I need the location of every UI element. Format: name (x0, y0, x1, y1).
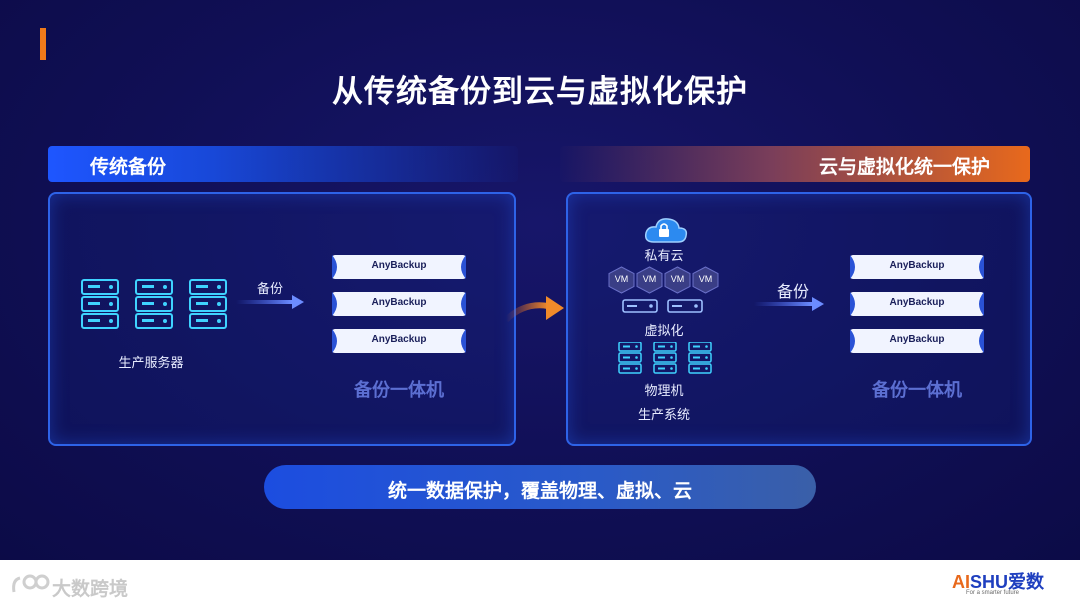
unified-protection-banner: 统一数据保护，覆盖物理、虚拟、云 (264, 465, 816, 509)
anybackup-appliance-bar: AnyBackup (850, 292, 984, 316)
anybackup-appliance-bar: AnyBackup (332, 329, 466, 353)
backup-arrow-icon (754, 297, 824, 311)
traditional-backup-header: 传统备份 (48, 146, 518, 182)
footer: 大数跨境 AISHU爱数 For a smarter future (0, 560, 1080, 608)
private-cloud-label: 私有云 (644, 248, 684, 263)
vm-label: VM (670, 274, 685, 284)
aishu-tagline: For a smarter future (966, 590, 1020, 596)
vm-label: VM (614, 274, 629, 284)
private-cloud-icon (644, 218, 688, 243)
unified-protection-banner-text: 统一数据保护，覆盖物理、虚拟、云 (387, 481, 692, 502)
backup-arrow-label: 备份 (256, 281, 283, 296)
physical-machine-label: 物理机 (644, 383, 684, 398)
vm-label: VM (698, 274, 713, 284)
watermark-logo-icon (12, 574, 50, 593)
anybackup-appliance-bar: AnyBackup (850, 329, 984, 353)
anybackup-appliance-bar: AnyBackup (332, 292, 466, 316)
anybackup-label: AnyBackup (889, 297, 945, 308)
slide: 从传统备份到云与虚拟化保护 传统备份 云与虚拟化统一保护 (0, 0, 1080, 560)
vm-icon: VM (636, 266, 663, 294)
anybackup-label: AnyBackup (371, 297, 427, 308)
transition-arrow-icon (504, 296, 564, 323)
backup-appliance-label: 备份一体机 (872, 380, 962, 400)
anybackup-label: AnyBackup (889, 260, 945, 271)
slide-title: 从传统备份到云与虚拟化保护 (332, 74, 748, 109)
vm-icon: VM (664, 266, 691, 294)
cloud-virtualization-header: 云与虚拟化统一保护 (560, 146, 1030, 182)
physical-servers-icon (618, 342, 712, 374)
anybackup-label: AnyBackup (889, 334, 945, 345)
anybackup-label: AnyBackup (371, 334, 427, 345)
vm-label: VM (642, 274, 657, 284)
aishu-logo: AISHU爱数 (952, 568, 1044, 594)
anybackup-appliance-bar: AnyBackup (850, 255, 984, 279)
cloud-virtualization-panel: 私有云 VM VM VM VM 虚拟化 (566, 192, 1032, 446)
backup-arrow-label: 备份 (776, 284, 809, 301)
production-servers-label: 生产服务器 (118, 355, 184, 370)
virtualization-label: 虚拟化 (644, 323, 684, 338)
title-accent-bar (40, 28, 46, 60)
production-servers-icon (81, 279, 227, 329)
anybackup-appliance-bar: AnyBackup (332, 255, 466, 279)
vm-icon: VM (608, 266, 635, 294)
anybackup-label: AnyBackup (371, 260, 427, 271)
watermark-text: 大数跨境 (52, 579, 129, 600)
traditional-backup-panel: 生产服务器 备份 AnyBackup AnyBackup AnyBackup 备… (48, 192, 516, 446)
vm-icon: VM (692, 266, 719, 294)
backup-appliance-label: 备份一体机 (354, 380, 444, 400)
hypervisor-hosts-icon (622, 299, 703, 313)
cloud-virtualization-header-label: 云与虚拟化统一保护 (818, 157, 990, 178)
production-system-label: 生产系统 (637, 407, 690, 422)
aishu-logo-rest: SHU爱数 (970, 572, 1045, 592)
traditional-backup-header-label: 传统备份 (90, 157, 167, 178)
backup-arrow-icon (236, 295, 304, 309)
aishu-logo-accent: AI (952, 572, 970, 592)
